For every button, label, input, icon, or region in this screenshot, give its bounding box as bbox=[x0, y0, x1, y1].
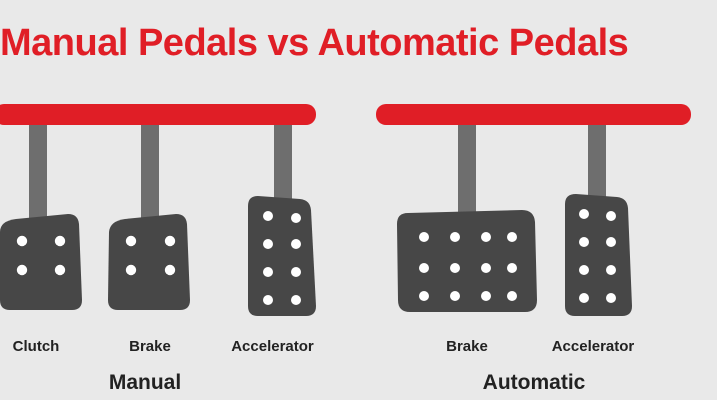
grip-dot bbox=[579, 293, 589, 303]
grip-dot bbox=[263, 239, 273, 249]
brake-pedal bbox=[108, 214, 190, 310]
clutch-label: Clutch bbox=[12, 338, 60, 355]
manual-accelerator-pedal bbox=[248, 196, 316, 316]
clutch-pedal-stem bbox=[29, 125, 47, 219]
manual-group-label: Manual bbox=[108, 371, 182, 394]
grip-dot bbox=[481, 291, 491, 301]
grip-dot bbox=[606, 211, 616, 221]
manual-accelerator-pedal-stem bbox=[274, 125, 292, 199]
automatic-group-label: Automatic bbox=[482, 371, 586, 394]
pedal-grip-dots bbox=[16, 209, 616, 305]
grip-dot bbox=[579, 265, 589, 275]
grip-dot bbox=[450, 232, 460, 242]
grip-dot bbox=[606, 293, 616, 303]
automatic-pedal-bar bbox=[376, 104, 691, 125]
automatic-accelerator-pedal bbox=[565, 194, 632, 316]
grip-dot bbox=[263, 295, 273, 305]
automatic-brake-label: Brake bbox=[446, 338, 488, 355]
grip-dot bbox=[291, 267, 301, 277]
manual-accelerator-label: Accelerator bbox=[231, 338, 314, 355]
automatic-accelerator-label: Accelerator bbox=[551, 338, 635, 355]
grip-dot bbox=[263, 267, 273, 277]
automatic-brake-pedal bbox=[397, 210, 537, 312]
clutch-pedal bbox=[0, 214, 82, 310]
manual-pedal-bar bbox=[0, 104, 316, 125]
grip-dot bbox=[291, 239, 301, 249]
automatic-pedal-group bbox=[376, 104, 691, 316]
grip-dot bbox=[419, 232, 429, 242]
grip-dot bbox=[16, 235, 28, 247]
grip-dot bbox=[507, 263, 517, 273]
grip-dot bbox=[54, 235, 66, 247]
grip-dot bbox=[450, 263, 460, 273]
page-title: Manual Pedals vs Automatic Pedals bbox=[0, 22, 629, 64]
automatic-accelerator-pedal-stem bbox=[588, 125, 606, 199]
brake-pedal-stem bbox=[141, 125, 159, 219]
grip-dot bbox=[606, 265, 616, 275]
grip-dot bbox=[579, 209, 589, 219]
grip-dot bbox=[164, 264, 176, 276]
grip-dot bbox=[450, 291, 460, 301]
grip-dot bbox=[579, 237, 589, 247]
grip-dot bbox=[164, 235, 176, 247]
manual-pedal-group bbox=[0, 104, 316, 316]
grip-dot bbox=[16, 264, 28, 276]
grip-dot bbox=[481, 232, 491, 242]
grip-dot bbox=[54, 264, 66, 276]
grip-dot bbox=[507, 291, 517, 301]
grip-dot bbox=[481, 263, 491, 273]
grip-dot bbox=[419, 263, 429, 273]
grip-dot bbox=[291, 213, 301, 223]
grip-dot bbox=[125, 235, 137, 247]
grip-dot bbox=[263, 211, 273, 221]
grip-dot bbox=[291, 295, 301, 305]
grip-dot bbox=[507, 232, 517, 242]
grip-dot bbox=[606, 237, 616, 247]
manual-brake-label: Brake bbox=[129, 338, 171, 355]
grip-dot bbox=[125, 264, 137, 276]
automatic-brake-pedal-stem bbox=[458, 125, 476, 213]
grip-dot bbox=[419, 291, 429, 301]
